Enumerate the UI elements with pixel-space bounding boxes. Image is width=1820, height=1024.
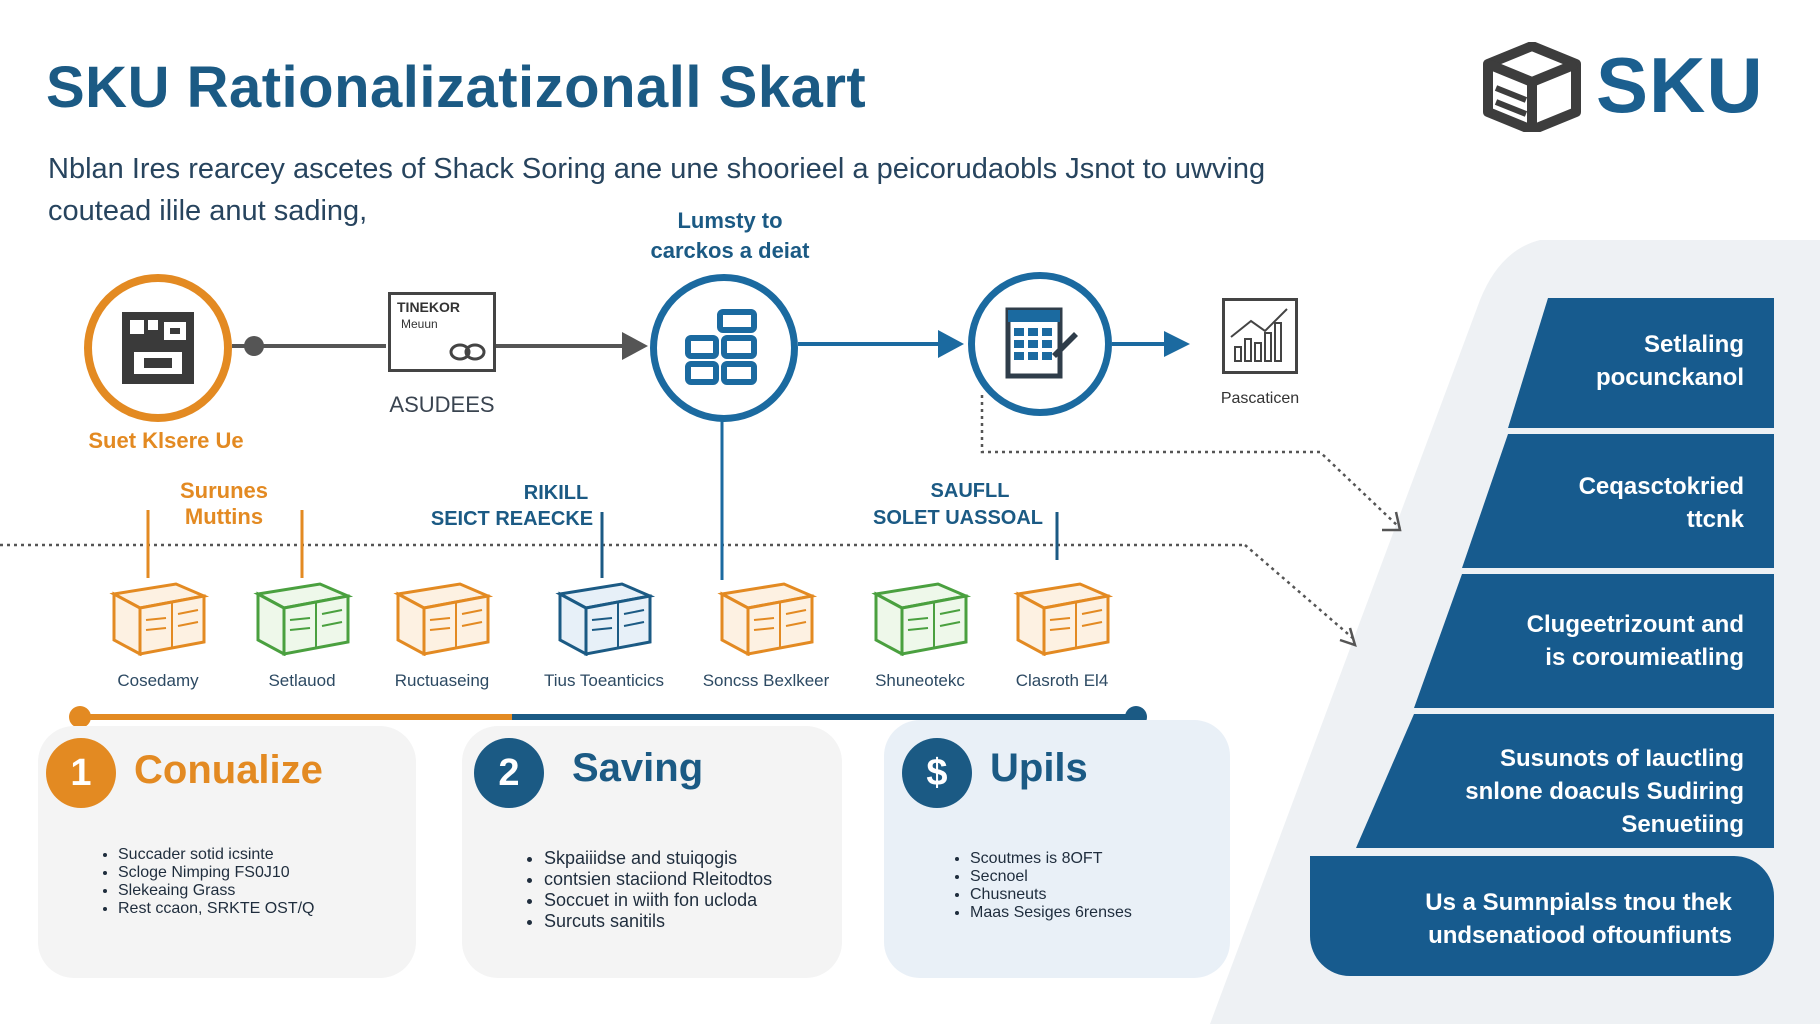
right-panel-item-2-line1: Ceqasctokried — [1578, 473, 1744, 500]
card-2-item: Skpaiiidse and stuiqogis — [544, 848, 834, 869]
right-panel-item-4: Susunots of Iauctling snlone doacuIs Sud… — [1356, 714, 1774, 848]
card-1-title: Conualize — [134, 748, 323, 792]
card-1-list: Succader sotid icsinte Scloge Nimping FS… — [78, 830, 408, 934]
card-3-number-badge: $ — [902, 738, 972, 808]
right-panel-item-2: Ceqasctokried ttcnk — [1462, 434, 1774, 568]
card-3-list: Scoutmes is 8OFT Secnoel Chusneuts Maas … — [930, 834, 1220, 938]
step2-label: ASUDEES — [389, 392, 495, 417]
product-box-6: Shuneotekc — [840, 576, 1000, 690]
card-2-item: Surcuts sanitils — [544, 911, 834, 932]
card-1-item: Scloge Nimping FS0J10 — [118, 864, 408, 882]
cube-logo-icon — [1483, 42, 1581, 132]
callout-2-line1: RIKILL — [523, 482, 589, 504]
right-panel-item-4-line2: snlone doacuIs Sudiring — [1465, 778, 1744, 805]
right-panel-item-4-line3: Senuetiing — [1621, 811, 1744, 838]
product-box-7: Clasroth El4 — [982, 576, 1142, 690]
box-icon — [393, 582, 494, 657]
right-panel-item-5: Us a Sumnpialss tnou thek undsenatiood o… — [1310, 856, 1774, 976]
callout-2-line2: SEICT REAECKE — [430, 508, 594, 530]
callout-3-line1: SAUFLL — [930, 480, 1010, 502]
right-panel-item-1: Setlaling pocunckanol — [1508, 298, 1774, 428]
card-2-item: contsien staciiond Rleitodtos — [544, 869, 834, 890]
card-1-item: Succader sotid icsinte — [118, 846, 408, 864]
card-2-number: 2 — [498, 751, 520, 794]
grid-icon — [685, 309, 757, 385]
card-3-item: Secnoel — [970, 868, 1220, 886]
product-box-label: Cosedamy — [117, 671, 199, 690]
box-icon — [1013, 582, 1114, 657]
right-panel-item-3: Clugeetrizount and is coroumieatling — [1414, 574, 1774, 708]
card-2-title: Saving — [572, 746, 704, 790]
card-2-item: Soccuet in wiith fon ucloda — [544, 890, 834, 911]
page-subtitle: Nblan Ires rearcey ascetes of Shack Sori… — [48, 153, 1266, 227]
product-box-label: Setlauod — [268, 671, 336, 690]
card-2-header: Saving — [572, 746, 703, 791]
box-icon — [109, 582, 210, 657]
card-3-item: Maas Sesiges 6renses — [970, 904, 1220, 922]
document-subtitle: Meuun — [401, 317, 438, 331]
step3-top-label-1: Lumsty to — [677, 208, 783, 233]
grid-node — [650, 274, 798, 422]
card-3-header: Upils — [990, 746, 1088, 791]
logo-text: SKU — [1596, 41, 1764, 129]
store-icon — [122, 312, 194, 384]
box-icon — [871, 582, 972, 657]
card-3-title: Upils — [990, 746, 1088, 790]
card-1-item: Slekeaing Grass — [118, 882, 408, 900]
product-box-label: Clasroth El4 — [1015, 671, 1109, 690]
right-panel-item-2-line2: ttcnk — [1686, 506, 1744, 533]
document-icon: TINEKOR Meuun — [388, 292, 496, 372]
product-box-1: Cosedamy — [78, 576, 238, 690]
card-1-number-badge: 1 — [46, 738, 116, 808]
right-panel-item-3-line2: is coroumieatling — [1545, 644, 1744, 671]
store-node — [84, 274, 232, 422]
callout-1-line1: Surunes — [179, 478, 269, 503]
product-box-label: Tius Toeanticics — [544, 671, 664, 690]
card-3-item: Chusneuts — [970, 886, 1220, 904]
right-panel-item-5-line2: undsenatiood oftounfiunts — [1428, 922, 1732, 949]
product-box-2: Setlauod — [222, 576, 382, 690]
callout-1-line2: Muttins — [184, 504, 264, 529]
spreadsheet-node — [968, 272, 1112, 416]
right-panel-item-5-line1: Us a Sumnpialss tnou thek — [1425, 889, 1732, 916]
product-box-5: Soncss Bexlkeer — [686, 576, 846, 690]
step3-top-label-2: carckos a deiat — [650, 238, 810, 263]
product-box-label: Ructuaseing — [394, 671, 490, 690]
card-3-item: Scoutmes is 8OFT — [970, 850, 1220, 868]
right-panel-item-1-line1: Setlaling — [1643, 331, 1744, 358]
document-title: TINEKOR — [397, 299, 460, 315]
product-box-label: Soncss Bexlkeer — [702, 671, 830, 690]
right-panel-item-3-line1: Clugeetrizount and — [1526, 611, 1744, 638]
product-box-4: Tius Toeanticics — [524, 576, 684, 690]
right-panel-item-4-line1: Susunots of Iauctling — [1500, 745, 1744, 772]
page-title: SKU Rationalizatizonall Skart — [46, 55, 867, 120]
spreadsheet-icon — [1005, 307, 1078, 379]
right-panel-item-1-line2: pocunckanol — [1595, 364, 1744, 391]
bar-chart-icon — [1222, 298, 1298, 374]
card-1-number: 1 — [70, 751, 92, 794]
box-icon — [253, 582, 354, 657]
step5-label: Pascaticen — [1220, 390, 1300, 407]
product-box-label: Shuneotekc — [875, 671, 965, 690]
card-1-header: Conualize — [134, 748, 323, 793]
card-3-number: $ — [926, 751, 948, 794]
callout-3-line2: SOLET UASSOAL — [872, 507, 1043, 529]
box-icon — [555, 582, 656, 657]
card-2-number-badge: 2 — [474, 738, 544, 808]
card-1-item: Rest ccaon, SRKTE OST/Q — [118, 900, 408, 918]
box-icon — [717, 582, 818, 657]
product-box-3: Ructuaseing — [362, 576, 522, 690]
card-2-list: Skpaiiidse and stuiqogis contsien stacii… — [504, 830, 834, 950]
step1-label: Suet Klsere Ue — [88, 428, 244, 453]
